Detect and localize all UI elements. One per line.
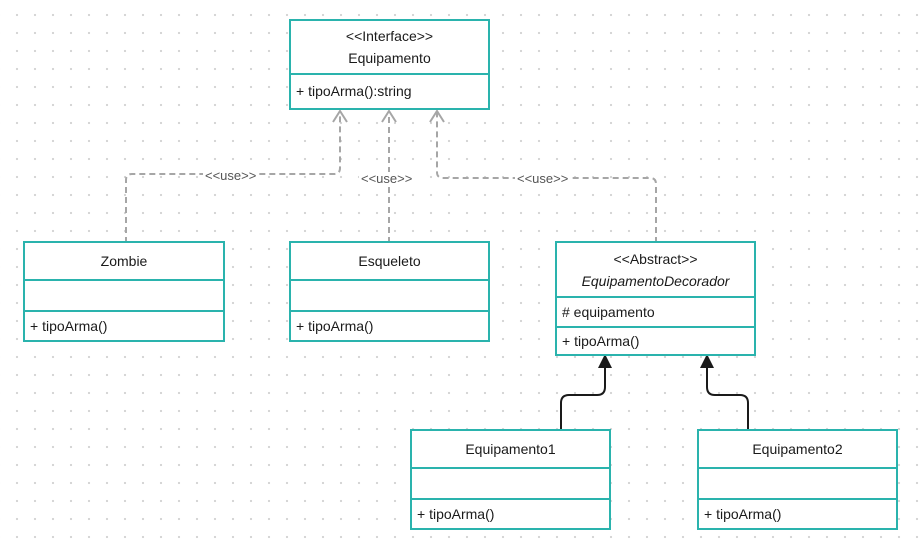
attributes-section: # equipamento: [557, 296, 754, 326]
class-header: Equipamento2: [699, 431, 896, 467]
class-name: EquipamentoDecorador: [581, 273, 730, 289]
class-header: Zombie: [25, 243, 223, 279]
attributes-section: [25, 279, 223, 310]
class-equipamento[interactable]: <<Interface>> Equipamento + tipoArma():s…: [289, 19, 490, 110]
class-zombie[interactable]: Zombie + tipoArma(): [23, 241, 225, 342]
method-item: + tipoArma(): [417, 506, 495, 522]
stereotype-label: <<Interface>>: [345, 28, 434, 44]
inheritance-equipamento2-to-decorador[interactable]: [706, 368, 749, 431]
inheritance-equipamento1-to-decorador[interactable]: [560, 368, 606, 431]
method-item: + tipoArma(): [562, 333, 640, 349]
use-label: <<use>>: [515, 171, 571, 186]
method-item: + tipoArma(): [704, 506, 782, 522]
class-name: Zombie: [100, 253, 148, 269]
class-header: <<Abstract>> EquipamentoDecorador: [557, 243, 754, 296]
class-equipamento2[interactable]: Equipamento2 + tipoArma(): [697, 429, 898, 530]
triangle-arrowhead-icon: [700, 354, 714, 368]
class-esqueleto[interactable]: Esqueleto + tipoArma(): [289, 241, 490, 342]
methods-section: + tipoArma(): [291, 310, 488, 340]
class-name: Esqueleto: [358, 253, 421, 269]
class-header: Esqueleto: [291, 243, 488, 279]
class-name: Equipamento: [348, 50, 431, 66]
methods-section: + tipoArma(): [412, 498, 609, 528]
class-header: <<Interface>> Equipamento: [291, 21, 488, 73]
open-arrowhead-icon: [381, 109, 397, 123]
open-arrowhead-icon: [332, 109, 348, 123]
use-label: <<use>>: [359, 171, 415, 186]
stereotype-label: <<Abstract>>: [613, 251, 698, 267]
method-item: + tipoArma(): [30, 318, 108, 334]
attributes-section: [291, 279, 488, 310]
methods-section: + tipoArma(): [699, 498, 896, 528]
method-item: + tipoArma():string: [296, 83, 412, 99]
use-label: <<use>>: [203, 168, 259, 183]
class-name: Equipamento1: [465, 441, 556, 457]
attribute-item: # equipamento: [562, 304, 655, 320]
class-name: Equipamento2: [752, 441, 843, 457]
open-arrowhead-icon: [429, 109, 445, 123]
class-header: Equipamento1: [412, 431, 609, 467]
attributes-section: [412, 467, 609, 498]
triangle-arrowhead-icon: [598, 354, 612, 368]
methods-section: + tipoArma(): [25, 310, 223, 340]
method-item: + tipoArma(): [296, 318, 374, 334]
class-equipamento1[interactable]: Equipamento1 + tipoArma(): [410, 429, 611, 530]
methods-section: + tipoArma():string: [291, 73, 488, 108]
methods-section: + tipoArma(): [557, 326, 754, 354]
class-equipamento-decorador[interactable]: <<Abstract>> EquipamentoDecorador # equi…: [555, 241, 756, 356]
attributes-section: [699, 467, 896, 498]
